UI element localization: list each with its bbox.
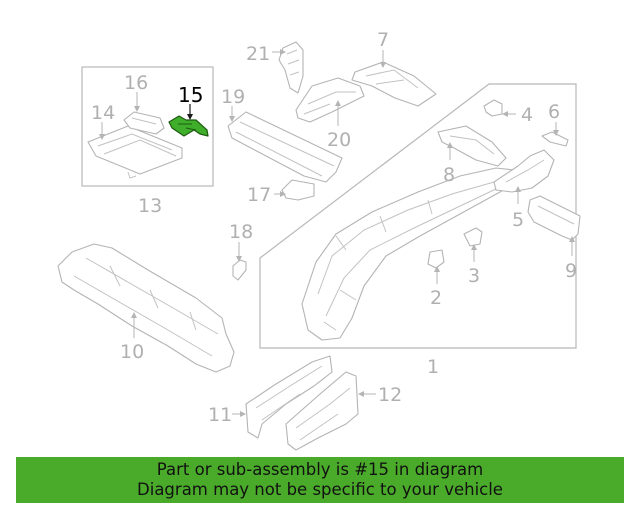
part-9[interactable] <box>527 195 581 241</box>
banner-line-2: Diagram may not be specific to your vehi… <box>137 480 503 499</box>
part-19[interactable] <box>227 111 343 183</box>
callout-19: 19 <box>221 86 245 108</box>
group-box-13 <box>81 66 214 187</box>
part-6[interactable] <box>541 131 569 147</box>
callout-20: 20 <box>327 129 351 151</box>
part-2[interactable] <box>427 249 445 269</box>
callout-16: 16 <box>124 72 148 94</box>
part-4[interactable] <box>483 99 503 117</box>
part-12[interactable] <box>285 371 359 451</box>
part-3[interactable] <box>463 227 483 247</box>
part-16[interactable] <box>123 111 165 135</box>
callout-10: 10 <box>120 341 144 363</box>
part-1-assembly[interactable] <box>301 167 521 341</box>
part-20[interactable] <box>295 77 365 123</box>
callout-4: 4 <box>521 104 533 126</box>
callout-21: 21 <box>246 43 270 65</box>
callout-8: 8 <box>443 164 455 186</box>
callout-3: 3 <box>468 265 480 287</box>
part-18[interactable] <box>232 259 247 281</box>
part-10[interactable] <box>57 243 235 373</box>
callout-18: 18 <box>229 221 253 243</box>
callout-1: 1 <box>427 356 439 378</box>
part-5[interactable] <box>493 149 555 193</box>
callout-6: 6 <box>548 101 560 123</box>
callout-14: 14 <box>91 102 115 124</box>
callout-17: 17 <box>247 184 271 206</box>
callout-15-highlighted: 15 <box>178 83 203 107</box>
part-15-highlighted[interactable] <box>168 115 209 137</box>
callout-12: 12 <box>378 384 402 406</box>
callout-7: 7 <box>377 29 389 51</box>
callout-2: 2 <box>430 287 442 309</box>
info-banner: Part or sub-assembly is #15 in diagram D… <box>16 457 624 503</box>
part-17[interactable] <box>281 179 315 201</box>
part-21[interactable] <box>278 41 304 94</box>
leader-lines <box>99 49 575 417</box>
callout-11: 11 <box>208 404 232 426</box>
part-8[interactable] <box>437 125 507 167</box>
part-11[interactable] <box>245 355 333 439</box>
callout-13: 13 <box>138 195 162 217</box>
banner-line-1: Part or sub-assembly is #15 in diagram <box>156 460 484 479</box>
part-7[interactable] <box>351 61 437 107</box>
callout-9: 9 <box>565 260 577 282</box>
callout-5: 5 <box>512 209 524 231</box>
